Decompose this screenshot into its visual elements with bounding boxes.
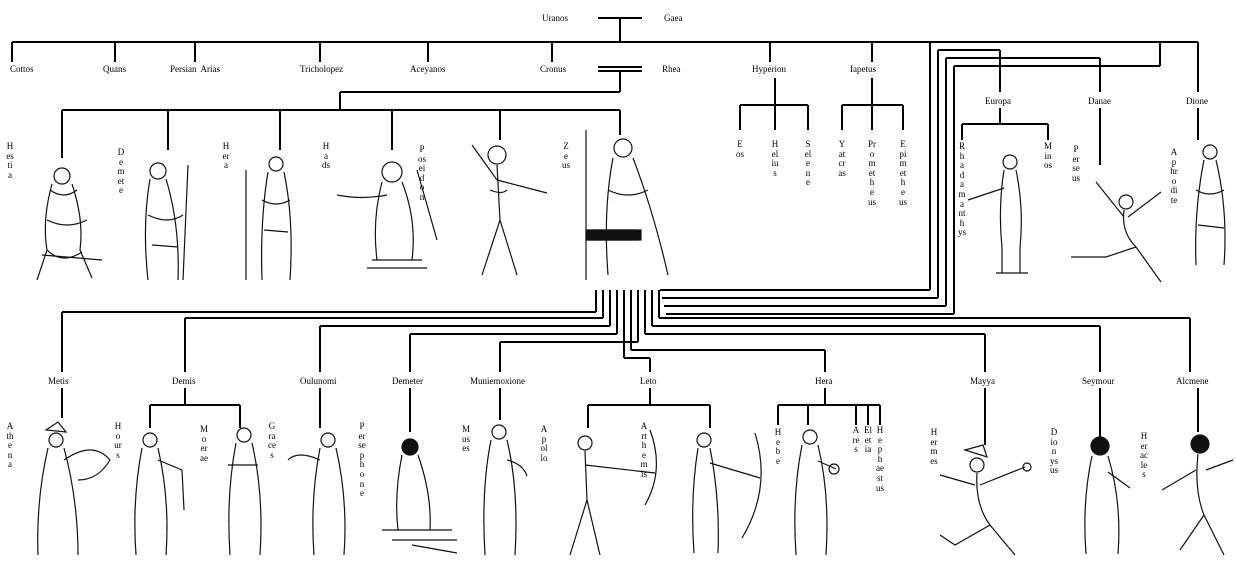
hephaestus-label: Hephaestus xyxy=(876,425,885,493)
hestia-label: Hestia xyxy=(6,141,14,180)
muses-figure xyxy=(475,420,535,558)
rhadamanthys-label: Rhadamanthys xyxy=(958,141,967,238)
danae-label: Danae xyxy=(1088,96,1111,106)
hades-figure xyxy=(332,150,442,275)
hebe-label: Hebe xyxy=(774,427,782,466)
dionysus-figure xyxy=(1068,432,1138,558)
oulunomi-label: Oulunomi xyxy=(300,376,337,386)
demeter-lower-figure xyxy=(372,435,462,558)
cronus-label: Cronus xyxy=(540,64,567,74)
rhea-label: Rhea xyxy=(662,64,681,74)
epimetheus-label: Epimetheus xyxy=(899,139,908,207)
graces-label: Graces xyxy=(268,421,276,460)
artemis-figure xyxy=(680,428,775,558)
ares-label: Ares xyxy=(852,425,860,455)
persephone-figure xyxy=(287,430,358,558)
eos-label: Eos xyxy=(736,139,745,159)
hyperion-label: Hyperion xyxy=(752,64,786,74)
hours-label: Hours xyxy=(114,421,122,460)
athena-label: Athena xyxy=(6,421,14,470)
rhadamanthys-figure xyxy=(967,148,1048,278)
demete-label: Demete xyxy=(117,147,125,196)
yatcras-label: Yatcras xyxy=(838,139,846,178)
muses-label: Muses xyxy=(462,424,471,454)
aphrodite-figure xyxy=(1184,140,1236,270)
dionysus-label: Dionysus xyxy=(1050,427,1059,476)
arthemis-label: Arthemis xyxy=(640,421,648,479)
heracles-figure xyxy=(1158,430,1236,558)
europa-label: Europa xyxy=(985,96,1011,106)
prometheus-label: Prometheus xyxy=(868,139,877,207)
apollo-figure xyxy=(545,425,665,558)
moerae-label: Moerae xyxy=(200,424,209,463)
zeus-figure xyxy=(568,130,693,285)
seymour-label: Seymour xyxy=(1082,376,1115,386)
aphrodite-label: Aphrodite xyxy=(1170,147,1178,205)
hebe-figure xyxy=(788,425,843,558)
hera-upper-figure xyxy=(238,150,308,285)
hestia-figure xyxy=(22,160,112,285)
persian-arias-label: Persian Arias xyxy=(170,64,220,74)
eletia-label: Eletia xyxy=(864,425,872,455)
moerae-figure xyxy=(218,425,273,558)
hera-upper-label: Hera xyxy=(222,141,230,171)
uranos-label: Uranos xyxy=(542,13,568,23)
mayya-label: Mayya xyxy=(970,376,995,386)
hermes-label: Hermes xyxy=(930,427,938,466)
apollo-label: Apollo xyxy=(540,424,548,463)
demeter-figure xyxy=(128,155,208,285)
aceyanos-label: Aceyanos xyxy=(410,64,446,74)
cottos-label: Cottos xyxy=(10,64,34,74)
hads-label: Hads xyxy=(322,141,331,171)
athena-figure xyxy=(18,420,113,558)
tricholopez-label: Tricholopez xyxy=(300,64,344,74)
zeus-label: Zeus xyxy=(562,141,571,171)
gaea-label: Gaea xyxy=(664,13,683,23)
dione-label: Dione xyxy=(1186,96,1208,106)
poseidon-figure xyxy=(462,135,557,285)
metis-label: Metis xyxy=(48,376,69,386)
iapetus-label: Iapetus xyxy=(850,64,876,74)
persephone-label: Persephone xyxy=(358,421,366,499)
alcmene-label: Alcmene xyxy=(1176,376,1209,386)
selene-label: Selene xyxy=(804,139,812,188)
helius-label: Helius xyxy=(771,139,779,178)
leto-label: Leto xyxy=(640,376,657,386)
hours-figure xyxy=(122,430,192,558)
hermes-figure xyxy=(935,444,1035,558)
minos-label: Minos xyxy=(1044,141,1053,171)
muniemoxione-label: Muniemoxione xyxy=(470,376,525,386)
perseus-figure xyxy=(1066,162,1176,287)
heracles-label: Heracles xyxy=(1140,431,1148,480)
hera-lower-label: Hera xyxy=(815,376,833,386)
perseus-label: Perseus xyxy=(1072,144,1081,183)
quans-label: Quans xyxy=(103,64,126,74)
demeter-label: Demeter xyxy=(392,376,423,386)
demis-label: Demis xyxy=(172,376,196,386)
